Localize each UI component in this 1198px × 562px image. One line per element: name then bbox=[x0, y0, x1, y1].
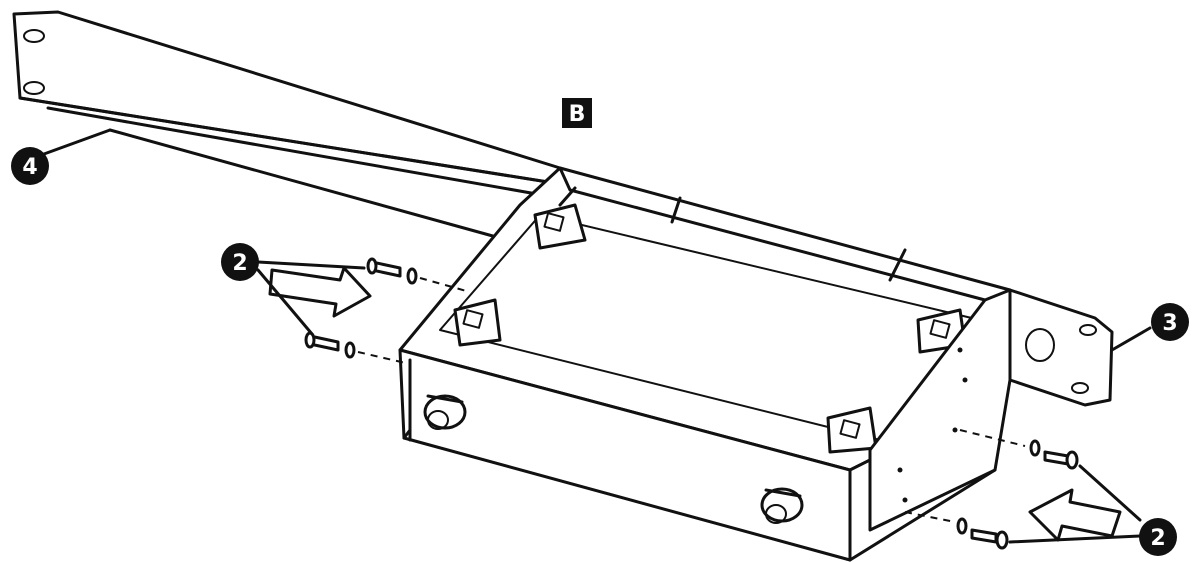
ear-slot-hole bbox=[1071, 382, 1089, 394]
callout-4-text: 4 bbox=[22, 155, 37, 180]
callout-2-left: 2 bbox=[221, 243, 259, 281]
callout-4: 4 bbox=[11, 128, 112, 185]
screw bbox=[970, 528, 998, 544]
insert-arrow-left bbox=[1028, 488, 1122, 542]
view-label: B bbox=[562, 98, 592, 128]
ear-slot-hole bbox=[23, 29, 45, 43]
ear-slot-hole bbox=[1079, 324, 1097, 336]
callout-2-right-text: 2 bbox=[1150, 526, 1165, 551]
bnc-connector-left bbox=[423, 394, 467, 430]
ear-center-hole bbox=[1025, 328, 1055, 362]
left-rack-ear bbox=[12, 10, 562, 252]
right-rack-ear bbox=[868, 288, 1152, 532]
view-label-text: B bbox=[569, 102, 586, 127]
insert-arrow-right bbox=[268, 266, 372, 318]
callout-3: 3 bbox=[1151, 303, 1189, 341]
screw-set-left bbox=[256, 257, 471, 365]
screw-set-right bbox=[904, 429, 1142, 550]
callout-3-text: 3 bbox=[1162, 311, 1177, 336]
callout-2-left-text: 2 bbox=[232, 251, 247, 276]
washer bbox=[406, 267, 418, 285]
washer bbox=[1029, 439, 1041, 457]
bnc-connector-right bbox=[760, 487, 804, 524]
washer bbox=[956, 517, 968, 535]
screw bbox=[1043, 450, 1070, 466]
callout-2-right: 2 bbox=[1139, 518, 1177, 556]
washer bbox=[344, 341, 356, 359]
ear-slot-hole bbox=[23, 81, 45, 95]
